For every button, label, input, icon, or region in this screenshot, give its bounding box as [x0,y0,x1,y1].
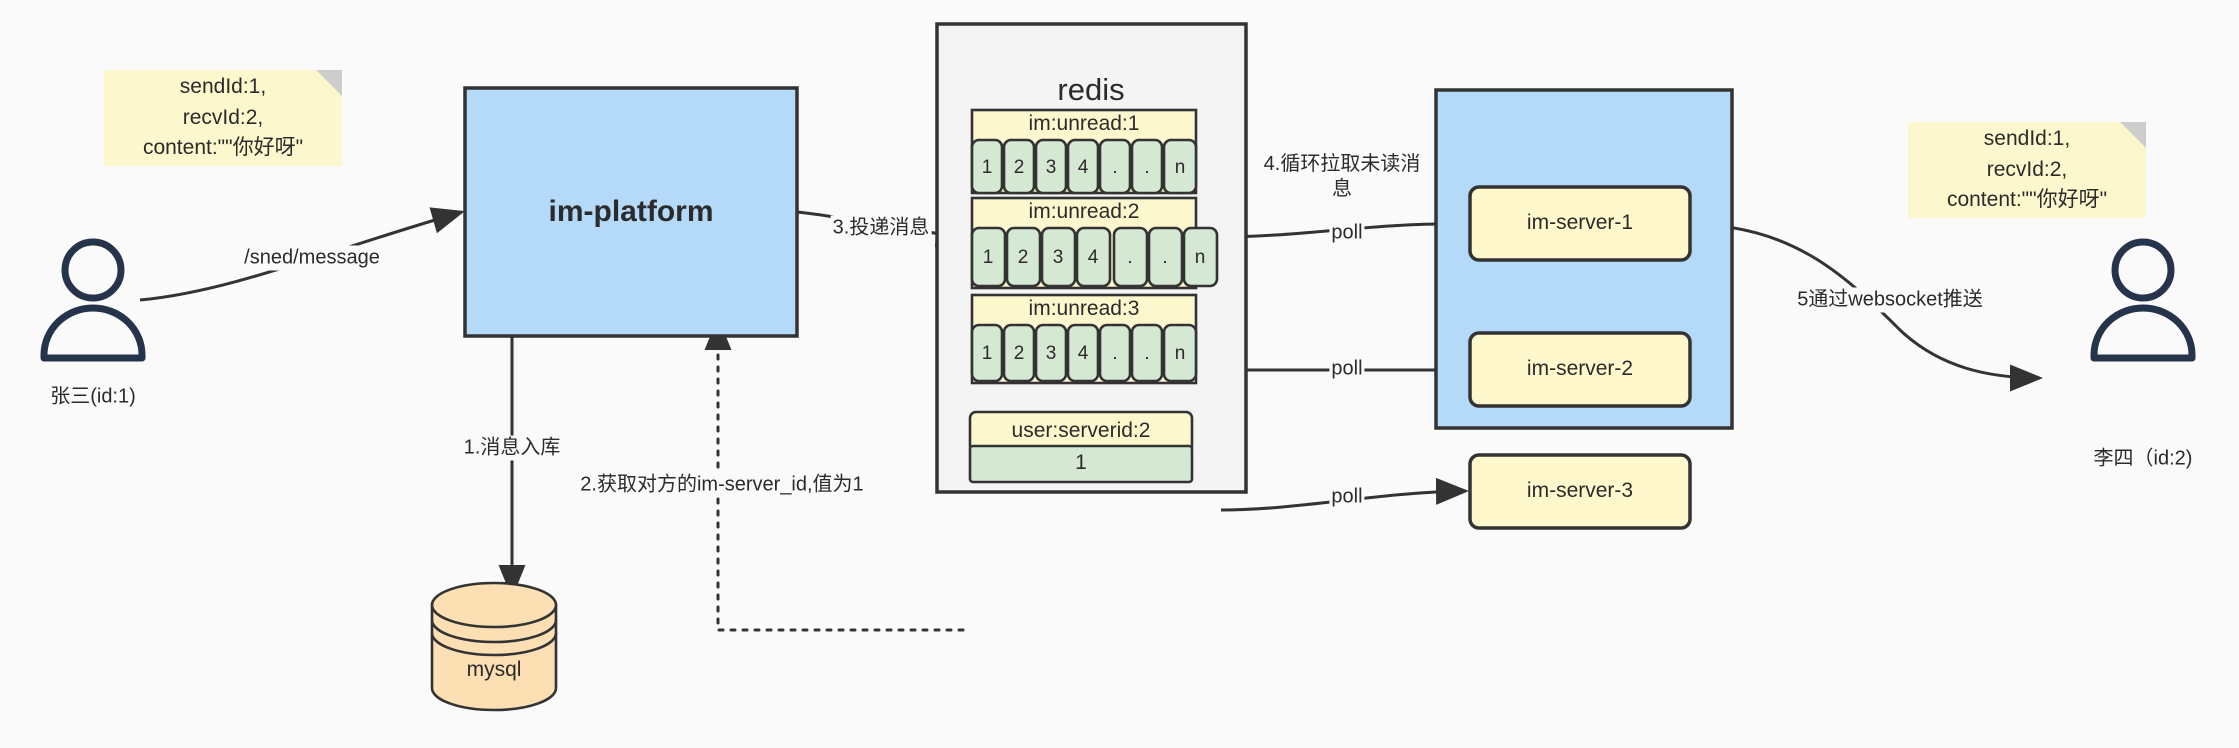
edge-label-step4-line2: 息 [1332,178,1352,200]
sticky-note-right: sendId:1, recvId:2, content:""你好呀" [1908,122,2146,218]
note-right-line3: content:""你好呀" [1946,188,2108,212]
person-icon-receiver [2090,238,2196,362]
redis-key-block-2[interactable] [970,196,1219,290]
edge-label-step5: 5通过websocket推送 [1795,287,1985,313]
node-im-server-3[interactable] [1468,453,1692,530]
note-fold-right-icon [2120,122,2146,148]
note-left-line1: sendId:1, [179,75,267,99]
edge-label-poll-2: poll [1329,356,1365,382]
edge-label-poll-3: poll [1329,484,1365,510]
edge-label-step3: 3.投递消息 [830,215,932,241]
note-left-line3: content:""你好呀" [142,136,304,160]
note-right-line1: sendId:1, [1983,127,2071,151]
node-im-platform[interactable] [463,86,799,338]
redis-key-block-3[interactable] [970,293,1198,385]
redis-kv-block[interactable] [968,410,1194,484]
edge-label-step2: 2.获取对方的im-server_id,值为1 [578,472,866,498]
edge-label-step1: 1.消息入库 [461,435,563,461]
edge-label-step4-line1: 4.循环拉取未读消 [1263,153,1421,175]
node-im-server-2[interactable] [1468,331,1692,408]
person-icon-sender [40,238,146,362]
edge-websocket-push [1689,222,2043,392]
node-im-server-1[interactable] [1468,185,1692,262]
node-mysql[interactable] [430,581,558,712]
sticky-note-left: sendId:1, recvId:2, content:""你好呀" [104,70,342,166]
edge-label-poll-1: poll [1329,220,1365,246]
note-left-line2: recvId:2, [182,105,264,129]
edge-label-step4: 4.循环拉取未读消 息 [1261,152,1423,202]
note-fold-left-icon [316,70,342,96]
note-right-line2: recvId:2, [1986,157,2068,181]
edge-label-send-message: /sned/message [242,245,382,271]
edge-get-serverid [704,317,965,632]
redis-key-block-1[interactable] [970,108,1198,195]
